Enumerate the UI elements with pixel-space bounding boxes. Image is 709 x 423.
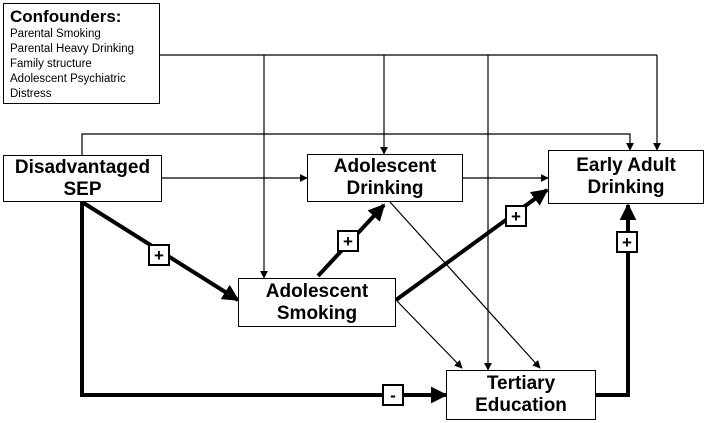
sign-tertiary-to-early-adult: + — [616, 231, 638, 253]
node-label-line: Drinking — [587, 177, 665, 198]
sep-to-tertiary-arrow — [80, 202, 448, 404]
node-label-line: Education — [475, 395, 567, 416]
node-label-line: SEP — [63, 178, 102, 200]
node-label-line: Disadvantaged — [14, 156, 151, 178]
node-adolescent-smoking: Adolescent Smoking — [238, 278, 396, 327]
sign-sep-to-smoking: + — [148, 244, 170, 266]
smoking-to-tertiary-arrow — [395, 299, 463, 369]
confounders-box: Confounders: Parental Smoking Parental H… — [3, 3, 160, 104]
confounder-arrows — [160, 54, 661, 371]
confounder-item: Parental Heavy Drinking — [10, 43, 135, 55]
node-label-line: Smoking — [276, 302, 358, 324]
confounder-item: Distress — [10, 88, 52, 100]
sign-smoking-to-early-adult: + — [505, 205, 527, 227]
confounder-item: Family structure — [10, 58, 92, 70]
node-label-line: Adolescent — [333, 156, 437, 177]
tertiary-to-early-adult-arrow — [596, 203, 637, 397]
sign-smoking-to-adolescent-drinking: + — [337, 230, 359, 252]
confounders-title: Confounders: — [10, 7, 122, 26]
node-label-line: Adolescent — [265, 280, 369, 302]
confounder-item: Adolescent Psychiatric — [10, 73, 126, 85]
node-adolescent-drinking: Adolescent Drinking — [307, 154, 463, 202]
node-label-line: Drinking — [346, 178, 424, 199]
node-label-line: Early Adult — [576, 155, 676, 176]
adolescent-drinking-to-tertiary-arrow — [389, 201, 541, 369]
node-label-line: Tertiary — [486, 373, 556, 394]
node-tertiary-education: Tertiary Education — [446, 370, 596, 420]
node-early-adult-drinking: Early Adult Drinking — [548, 150, 704, 204]
node-disadvantaged-sep: Disadvantaged SEP — [3, 155, 162, 202]
sep-to-early-adult-arrow — [81, 133, 634, 155]
sign-sep-to-tertiary: - — [382, 384, 404, 406]
confounder-item: Parental Smoking — [10, 28, 101, 40]
thin-paths — [81, 133, 634, 369]
